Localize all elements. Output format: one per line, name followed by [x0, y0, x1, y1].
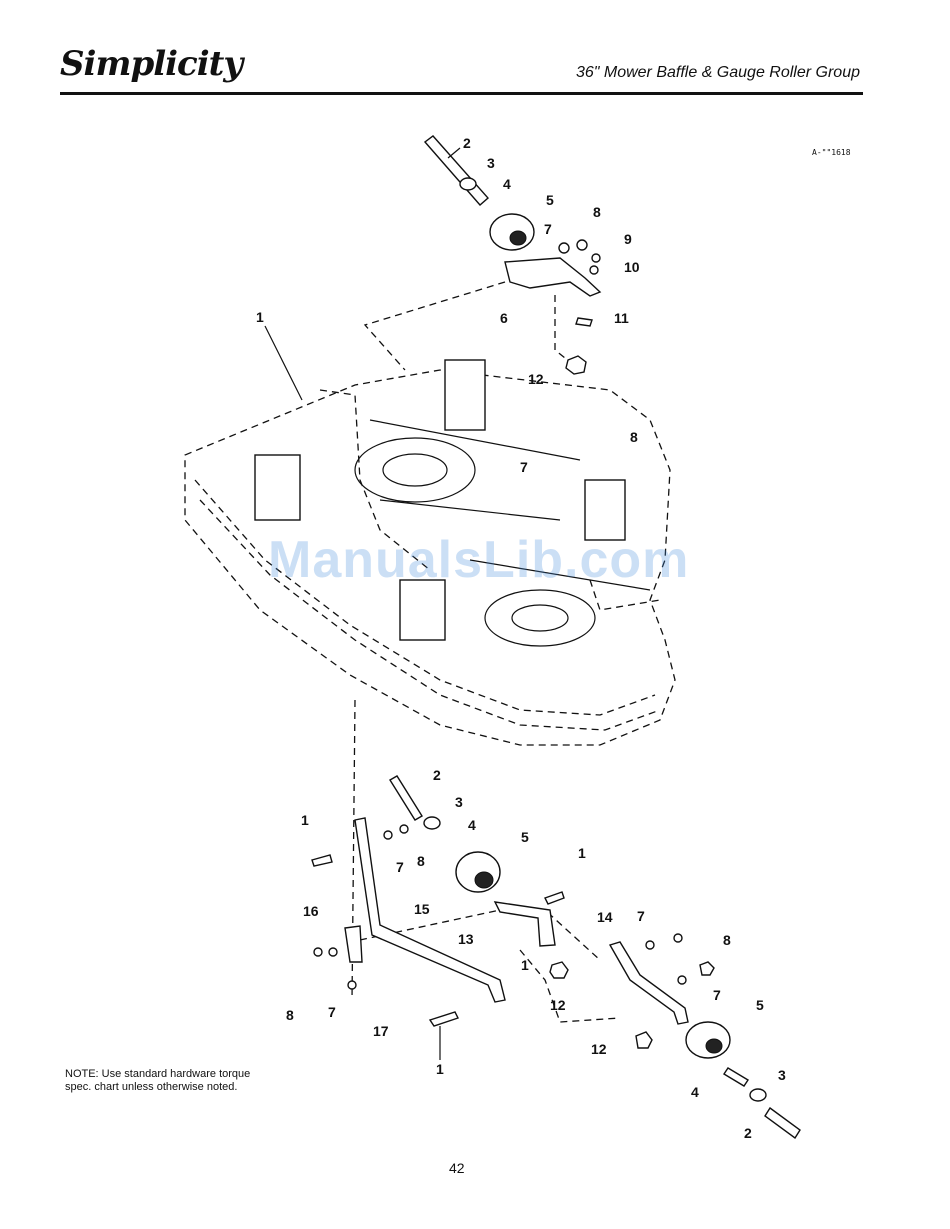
callout-10: 10 [624, 259, 640, 275]
callout-2: 2 [463, 135, 471, 151]
callout-3: 3 [487, 155, 495, 171]
callout-1: 1 [521, 957, 529, 973]
callout-3: 3 [778, 1067, 786, 1083]
callout-1: 1 [436, 1061, 444, 1077]
callout-5: 5 [546, 192, 554, 208]
callout-8: 8 [723, 932, 731, 948]
callout-4: 4 [468, 817, 476, 833]
callout-2: 2 [744, 1125, 752, 1141]
callout-8: 8 [286, 1007, 294, 1023]
baffle-bracket-assembly [312, 776, 568, 1026]
callout-7: 7 [637, 908, 645, 924]
callout-7: 7 [328, 1004, 336, 1020]
right-roller-assembly [610, 934, 800, 1138]
hardware-note: NOTE: Use standard hardware torque spec.… [65, 1068, 255, 1094]
callout-7: 7 [544, 221, 552, 237]
callout-5: 5 [521, 829, 529, 845]
callout-2: 2 [433, 767, 441, 783]
callout-12: 12 [591, 1041, 607, 1057]
callout-14: 14 [597, 909, 613, 925]
callout-3: 3 [455, 794, 463, 810]
callout-9: 9 [624, 231, 632, 247]
callout-8: 8 [417, 853, 425, 869]
callout-6: 6 [500, 310, 508, 326]
callout-1: 1 [578, 845, 586, 861]
callout-7: 7 [713, 987, 721, 1003]
callout-13: 13 [458, 931, 474, 947]
callout-4: 4 [503, 176, 511, 192]
callout-4: 4 [691, 1084, 699, 1100]
callout-12: 12 [528, 371, 544, 387]
top-roller-assembly [425, 136, 600, 374]
callout-1: 1 [256, 309, 264, 325]
callout-15: 15 [414, 901, 430, 917]
callout-5: 5 [756, 997, 764, 1013]
page-number: 42 [449, 1160, 465, 1176]
callout-16: 16 [303, 903, 319, 919]
callout-7: 7 [520, 459, 528, 475]
callout-1: 1 [301, 812, 309, 828]
callout-11: 11 [614, 310, 629, 326]
callout-8: 8 [630, 429, 638, 445]
callout-12: 12 [550, 997, 566, 1013]
callout-8: 8 [593, 204, 601, 220]
callout-17: 17 [373, 1023, 389, 1039]
callout-7: 7 [396, 859, 404, 875]
watermark: ManualsLib.com [268, 530, 689, 590]
